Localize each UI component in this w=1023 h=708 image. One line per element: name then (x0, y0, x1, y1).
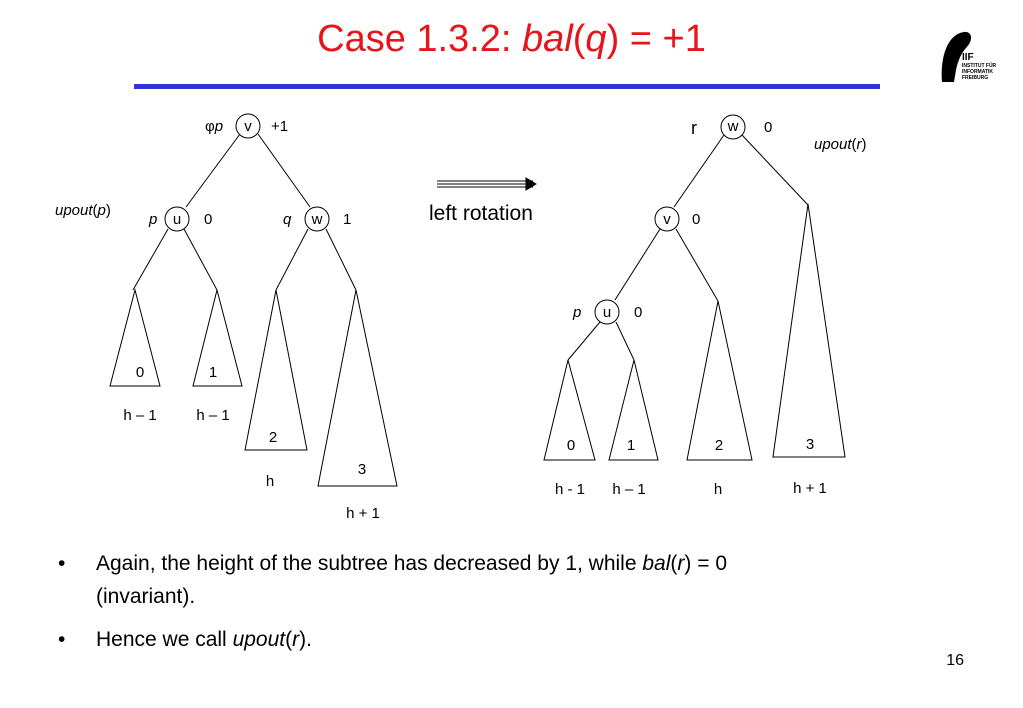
right-subtree-1-label: 1 (627, 437, 635, 454)
left-node-w (304, 206, 330, 232)
right-u-label: u (603, 304, 611, 321)
bullet-dot-icon: • (58, 552, 66, 575)
edge-w-t2 (275, 228, 309, 291)
logo-line-2: INFORMATIK (962, 69, 994, 75)
arrow-head-icon (525, 177, 537, 191)
edge-v-u (614, 228, 661, 301)
right-u-bal: 0 (634, 304, 642, 321)
left-u-label: u (173, 211, 181, 228)
logo-letters: IIF (962, 52, 974, 63)
left-subtree-0-height: h – 1 (123, 407, 156, 424)
bullet-2-open: ( (285, 628, 293, 651)
edge-w-t3r (741, 134, 809, 206)
right-node-u (594, 299, 620, 325)
rotation-diagram: φp v +1 upout(p) p u 0 q w 1 0 h – 1 1 h… (55, 113, 867, 522)
arrow-label: left rotation (429, 202, 533, 225)
right-root-bal: 0 (764, 119, 772, 136)
bullet-item-1: • Again, the height of the subtree has d… (58, 547, 918, 613)
bullet-2-arg: r (292, 628, 300, 651)
right-root-pointer: r (691, 118, 697, 138)
left-subtree-0 (109, 288, 161, 387)
right-subtree-2-label: 2 (715, 437, 723, 454)
left-w-label: w (311, 211, 323, 228)
institute-logo-icon (941, 31, 972, 82)
right-root-label: w (727, 118, 739, 135)
slide-title: Case 1.3.2: bal(q) = +1 (0, 18, 1023, 61)
logo-text: IIF INSTITUT FÜR INFORMATIK FREIBURG (962, 52, 996, 81)
bullet-2-fn: upout (232, 628, 286, 651)
left-upout-annotation: upout(p) (55, 202, 111, 219)
right-node-v (654, 206, 680, 232)
left-root-pointer: φp (205, 118, 223, 135)
right-subtree-1 (608, 359, 659, 461)
bullet-1-text2: = 0 (691, 552, 728, 575)
title-close: ) (606, 18, 620, 60)
left-w-pointer: q (283, 211, 292, 228)
left-u-pointer: p (148, 211, 157, 228)
left-subtree-2-label: 2 (269, 429, 277, 446)
title-rule (134, 84, 880, 89)
right-v-label: v (663, 211, 671, 228)
left-w-bal: 1 (343, 211, 351, 228)
right-upout-annotation: upout(r) (814, 136, 867, 153)
left-node-u (164, 206, 190, 232)
bullet-dot-icon: • (58, 628, 66, 651)
bullet-list: • Again, the height of the subtree has d… (58, 547, 918, 666)
right-node-w (720, 114, 746, 140)
left-subtree-1 (192, 289, 243, 387)
right-subtree-1-height: h – 1 (612, 481, 645, 498)
bullet-1-fn: bal (642, 552, 671, 575)
bullet-1-line2: (invariant). (96, 585, 196, 608)
right-subtree-0-label: 0 (567, 437, 575, 454)
bullet-item-2: • Hence we call upout(r). (58, 623, 918, 656)
edge-v-u (185, 133, 241, 208)
left-root-bal: +1 (271, 118, 288, 135)
bullet-2-text2: . (306, 628, 312, 651)
right-subtree-0-height: h - 1 (555, 481, 585, 498)
left-subtree-0-label: 0 (136, 364, 144, 381)
bullet-1-arg: r (677, 552, 685, 575)
left-node-v (235, 113, 261, 139)
logo-line-3: FREIBURG (962, 75, 989, 81)
left-subtree-1-label: 1 (209, 364, 217, 381)
title-arg: q (585, 18, 607, 60)
left-subtree-3-label: 3 (358, 461, 366, 478)
right-subtree-2 (686, 300, 753, 461)
bullet-2-close: ) (299, 628, 307, 651)
left-subtree-3-height: h + 1 (346, 505, 380, 522)
right-subtree-3-height: h + 1 (793, 480, 827, 497)
right-subtree-3-label: 3 (806, 436, 814, 453)
edge-w-t3 (325, 228, 357, 291)
edge-u-t1r (615, 321, 635, 361)
edge-v-w (257, 133, 311, 208)
title-open: ( (572, 18, 586, 60)
title-prefix: Case 1.3.2: (317, 18, 523, 60)
title-suffix: = +1 (619, 18, 706, 60)
bullet-2-text1: Hence we call (96, 628, 233, 651)
left-subtree-2-height: h (266, 473, 274, 490)
edge-u-t1 (183, 228, 218, 291)
left-subtree-3 (317, 289, 398, 487)
edge-v-t2r (675, 228, 719, 302)
logo-line-1: INSTITUT FÜR (962, 63, 997, 69)
bullet-1-text1: Again, the height of the subtree has dec… (96, 552, 643, 575)
edge-w-v (673, 134, 725, 208)
edge-u-t0r (567, 321, 601, 361)
right-subtree-3 (772, 203, 846, 458)
page-number: 16 (946, 652, 964, 669)
left-subtree-2 (244, 289, 308, 451)
right-u-pointer: p (572, 304, 581, 321)
right-subtree-0 (543, 359, 596, 461)
left-u-bal: 0 (204, 211, 212, 228)
edge-u-t0 (132, 228, 169, 291)
right-subtree-2-height: h (714, 481, 722, 498)
bullet-1-close: ) (684, 552, 692, 575)
left-root-label: v (244, 118, 252, 135)
title-func: bal (522, 18, 573, 60)
bullet-1-open: ( (670, 552, 678, 575)
left-subtree-1-height: h – 1 (196, 407, 229, 424)
right-v-bal: 0 (692, 211, 700, 228)
